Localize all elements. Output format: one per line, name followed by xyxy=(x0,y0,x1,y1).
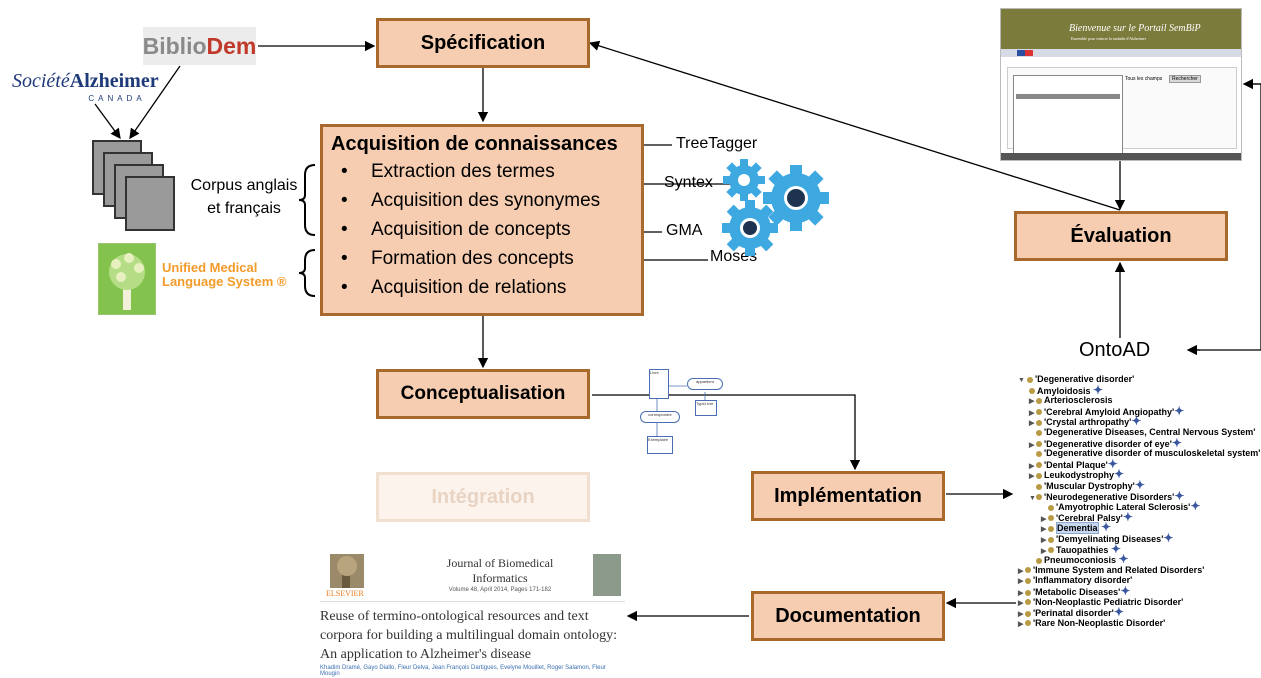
implementation-box: Implémentation xyxy=(751,471,945,521)
journal-name: Journal of Biomedical Informatics xyxy=(446,556,554,585)
acquisition-item: Acquisition des synonymes xyxy=(341,186,641,215)
ontology-name: OntoAD xyxy=(1079,339,1151,361)
acquisition-item: Formation des concepts xyxy=(341,244,641,273)
article-title: Reuse of termino-ontological resources a… xyxy=(320,609,618,662)
journal-volume: Volume 48, April 2014, Pages 171-182 xyxy=(448,587,552,593)
evaluation-box: Évaluation xyxy=(1014,211,1228,261)
corpus-label: Corpus anglais et français xyxy=(190,177,298,217)
acquisition-item: Acquisition de relations xyxy=(341,273,641,302)
integration-box: Intégration xyxy=(376,472,590,522)
documentation-box: Documentation xyxy=(751,591,945,641)
conceptual-model-diagram: Livre appartient TypeLivre correspondre … xyxy=(637,366,727,456)
selected-concept[interactable]: Dementia xyxy=(1056,522,1099,535)
gears-icon xyxy=(722,159,829,256)
specification-box: Spécification xyxy=(376,18,590,68)
tool-treetagger: TreeTagger xyxy=(676,135,758,152)
journal-cover xyxy=(593,554,621,596)
acquisition-item: Extraction des termes xyxy=(341,157,641,186)
umls-label: Unified Medical Language System ® xyxy=(162,260,287,289)
umls-tree-logo xyxy=(98,243,156,315)
article-authors: Khadim Dramé, Gayo Diallo, Fleur Delva, … xyxy=(320,665,606,677)
alzheimer-society-logo: SociétéAlzheimer CANADA xyxy=(12,70,159,103)
tool-gma: GMA xyxy=(666,222,703,239)
elsevier-logo: ELSEVIER xyxy=(320,552,375,602)
sembip-portal-screenshot: Bienvenue sur le Portail SemBiP Ensemble… xyxy=(1000,8,1242,161)
acquisition-title: Acquisition de connaissances xyxy=(331,133,618,155)
acquisition-box: Acquisition de connaissances Extraction … xyxy=(320,124,644,316)
tool-syntex: Syntex xyxy=(664,174,713,191)
search-button[interactable]: Rechercher xyxy=(1169,75,1201,83)
conceptualisation-box: Conceptualisation xyxy=(376,369,590,419)
acquisition-item: Acquisition de concepts xyxy=(341,215,641,244)
